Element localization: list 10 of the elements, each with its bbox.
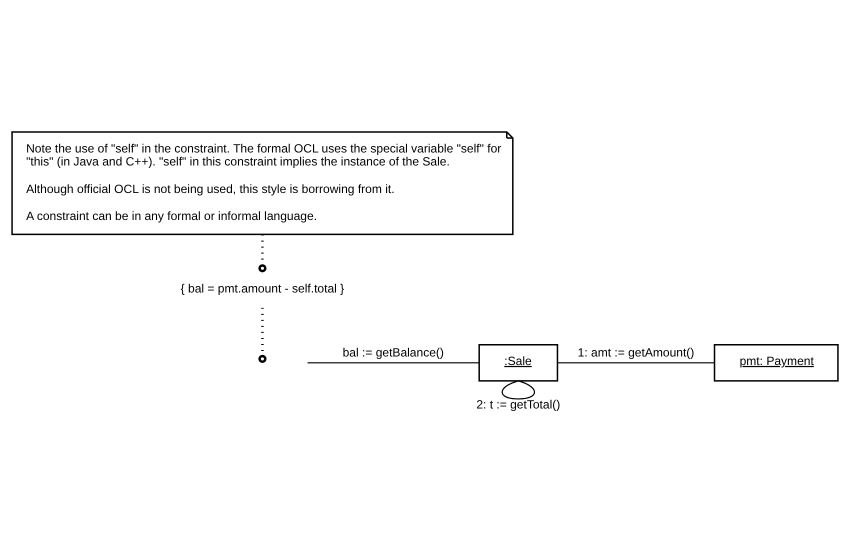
connector: [558, 362, 714, 363]
connector: [502, 380, 536, 400]
edge-label: 1: amt := getAmount(): [578, 344, 694, 359]
connector: [258, 234, 266, 272]
node-box: pmt: Payment: [714, 344, 839, 382]
edge-label: bal := getBalance(): [342, 344, 444, 359]
node-text: { bal = pmt.amount - self.total }: [180, 281, 344, 296]
connector: [308, 362, 479, 363]
node-box: :Sale: [478, 344, 558, 382]
edge-label: 2: t := getTotal(): [476, 397, 560, 412]
